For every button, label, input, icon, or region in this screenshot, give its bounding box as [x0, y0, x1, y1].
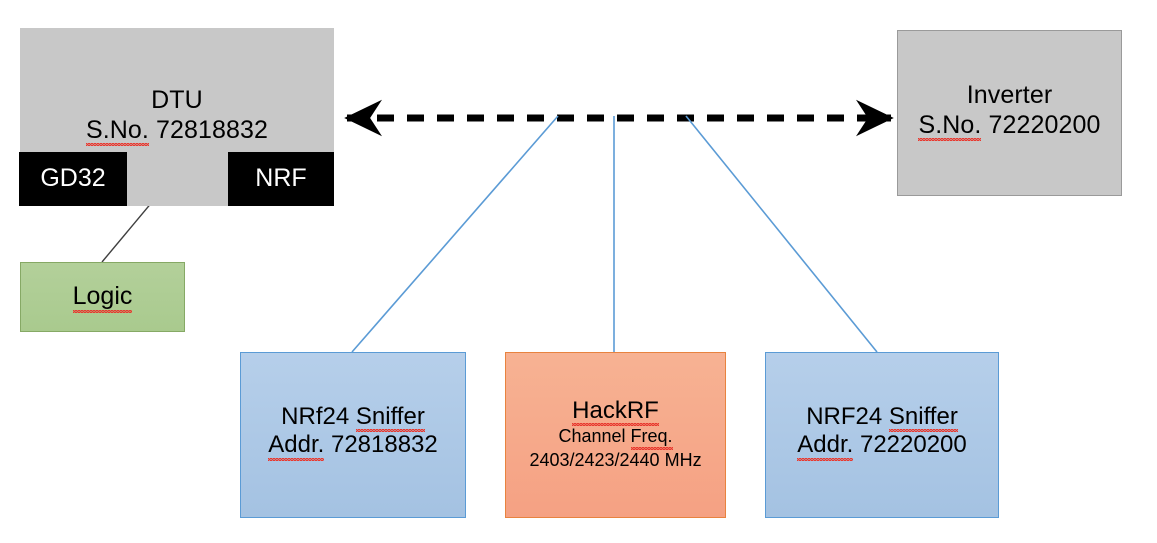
inverter-serial: S.No. 72220200	[918, 111, 1100, 141]
sniffer-right-title: NRF24 Sniffer	[806, 403, 958, 433]
node-nrf[interactable]: NRF	[228, 152, 334, 206]
sniffer-right-title-prefix: NRF24	[806, 403, 889, 430]
dtu-serial-number: 72818832	[156, 115, 269, 144]
inverter-serial-label: S.No.	[918, 110, 982, 141]
nrf-label: NRF	[255, 164, 307, 193]
sniffer-right-addr-value: 72220200	[859, 431, 967, 459]
node-sniffer-right[interactable]: NRF24 Sniffer Addr. 72220200	[765, 352, 999, 518]
sniffer-left-title: NRf24 Sniffer	[281, 403, 425, 433]
sniffer-right-title-suffix: Sniffer	[888, 403, 958, 433]
inverter-serial-space	[981, 111, 988, 139]
node-logic-analyzer[interactable]: Logic	[20, 262, 185, 332]
dtu-serial-value	[149, 116, 156, 144]
hackrf-channel-word: Channel	[558, 426, 631, 447]
sniffer-left-addr-space	[324, 431, 331, 458]
node-gd32[interactable]: GD32	[19, 152, 127, 206]
sniffer-right-addr-label: Addr.	[797, 431, 854, 461]
hackrf-channel-label: Channel Freq.	[558, 425, 673, 451]
inverter-serial-number: 72220200	[988, 110, 1101, 139]
hackrf-title: HackRF	[572, 397, 659, 427]
sniffer-left-addr-label: Addr.	[268, 431, 325, 461]
sniffer-left-title-suffix: Sniffer	[355, 403, 425, 433]
hackrf-frequencies: 2403/2423/2440 MHz	[529, 449, 702, 470]
sniffer-left-addr-value: 72818832	[330, 431, 438, 459]
link-sniffer-left-tap	[351, 115, 559, 353]
inverter-title: Inverter	[966, 81, 1053, 109]
sniffer-right-addr: Addr. 72220200	[797, 431, 967, 461]
link-sniffer-right-tap	[685, 115, 878, 353]
sniffer-right-addr-space	[853, 431, 860, 458]
dtu-title: DTU	[151, 86, 203, 114]
sniffer-left-addr: Addr. 72818832	[268, 431, 438, 461]
sniffer-left-title-prefix: NRf24	[281, 403, 356, 430]
logic-label: Logic	[72, 282, 133, 313]
dtu-serial-label: S.No.	[85, 115, 149, 146]
node-hackrf[interactable]: HackRF Channel Freq. 2403/2423/2440 MHz	[505, 352, 726, 518]
dtu-serial: S.No. 72818832	[85, 115, 269, 146]
node-sniffer-left[interactable]: NRf24 Sniffer Addr. 72818832	[240, 352, 466, 518]
hackrf-freq-word: Freq.	[630, 425, 673, 451]
node-inverter[interactable]: Inverter S.No. 72220200	[897, 30, 1122, 196]
gd32-label: GD32	[40, 164, 106, 193]
